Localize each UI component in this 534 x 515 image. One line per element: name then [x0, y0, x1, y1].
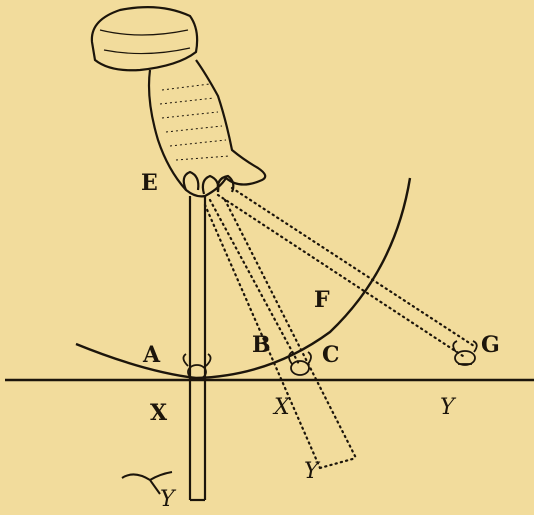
- label-x-mid: X: [272, 395, 291, 420]
- beam-to-c: [208, 198, 302, 368]
- hand-drawing: [90, 6, 267, 198]
- fly-icon-c: [288, 351, 312, 376]
- label-a: A: [142, 342, 161, 368]
- beam-to-lower-y: [203, 198, 358, 470]
- label-y-mid: Y: [304, 459, 321, 484]
- fly-icon-g: [452, 340, 478, 366]
- label-f: F: [314, 287, 330, 313]
- label-e: E: [141, 170, 158, 196]
- curve-arc: [75, 177, 412, 380]
- label-y-right: Y: [440, 395, 457, 420]
- label-c: C: [322, 342, 340, 368]
- label-b: B: [252, 332, 271, 358]
- bottom-left-mark: [121, 471, 173, 495]
- beam-to-g: [216, 186, 476, 360]
- label-g: G: [481, 332, 500, 358]
- fly-icon-a: [182, 353, 212, 380]
- label-y-bottom-left: Y: [160, 487, 177, 512]
- label-x-left: X: [150, 400, 168, 426]
